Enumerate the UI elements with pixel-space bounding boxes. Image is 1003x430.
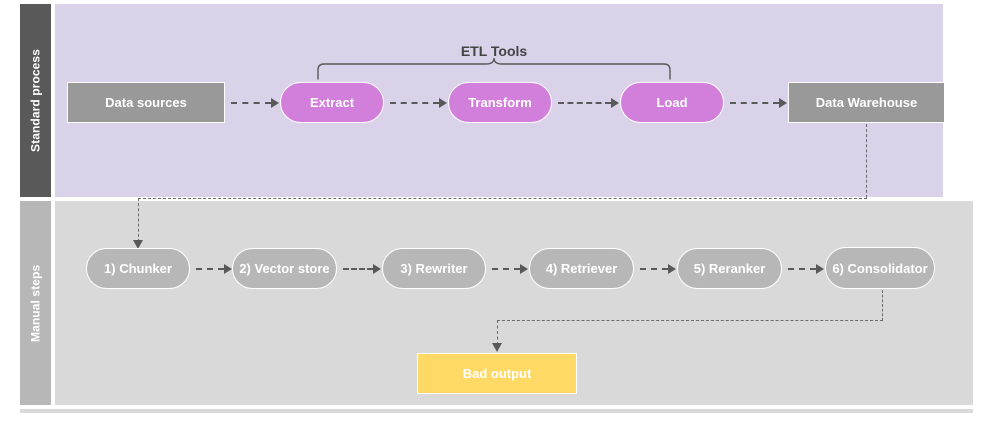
connector-warehouse-to-chunker-horizontal (138, 198, 867, 199)
connector-chunker-to-vector-store (196, 268, 224, 270)
node-bad-output[interactable]: Bad output (417, 353, 577, 394)
arrow-into-chunker (133, 240, 143, 249)
node-load[interactable]: Load (620, 82, 724, 123)
node-extract[interactable]: Extract (280, 82, 384, 123)
connector-transform-to-load (558, 102, 611, 104)
connector-extract-to-transform (390, 102, 439, 104)
node-consolidator[interactable]: 6) Consolidator (825, 247, 935, 289)
connector-consolidator-down (882, 290, 883, 321)
arrow-vector-store-to-rewriter (373, 264, 381, 274)
node-transform[interactable]: Transform (448, 82, 552, 123)
footer-divider (20, 409, 973, 413)
arrow-rewriter-to-retriever (520, 264, 528, 274)
node-vector-store[interactable]: 2) Vector store (232, 248, 337, 289)
connector-warehouse-down (866, 124, 867, 198)
arrow-retriever-to-reranker (668, 264, 676, 274)
etl-tools-brace (316, 57, 672, 80)
arrow-extract-to-transform (439, 98, 447, 108)
node-retriever[interactable]: 4) Retriever (529, 248, 634, 289)
etl-tools-group-label: ETL Tools (460, 43, 528, 59)
connector-vector-store-to-rewriter (343, 268, 373, 270)
arrow-data-sources-to-extract (271, 98, 279, 108)
arrow-chunker-to-vector-store (224, 264, 232, 274)
arrow-into-bad-output (492, 343, 502, 352)
lane-label-standard-process: Standard process (20, 4, 51, 197)
connector-down-to-chunker (138, 198, 139, 242)
node-data-sources[interactable]: Data sources (67, 82, 225, 123)
arrow-load-to-data-warehouse (779, 98, 787, 108)
arrow-transform-to-load (611, 98, 619, 108)
node-data-warehouse[interactable]: Data Warehouse (788, 82, 945, 123)
node-reranker[interactable]: 5) Reranker (677, 248, 782, 289)
connector-rewriter-to-retriever (492, 268, 520, 270)
node-rewriter[interactable]: 3) Rewriter (382, 248, 486, 289)
connector-data-sources-to-extract (231, 102, 271, 104)
connector-consolidator-to-output-horizontal (497, 320, 883, 321)
arrow-reranker-to-consolidator (816, 264, 824, 274)
connector-retriever-to-reranker (640, 268, 668, 270)
node-chunker[interactable]: 1) Chunker (86, 248, 190, 289)
connector-reranker-to-consolidator (788, 268, 816, 270)
connector-down-to-bad-output (497, 320, 498, 345)
lane-label-manual-steps: Manual steps (20, 201, 51, 405)
connector-load-to-data-warehouse (730, 102, 779, 104)
